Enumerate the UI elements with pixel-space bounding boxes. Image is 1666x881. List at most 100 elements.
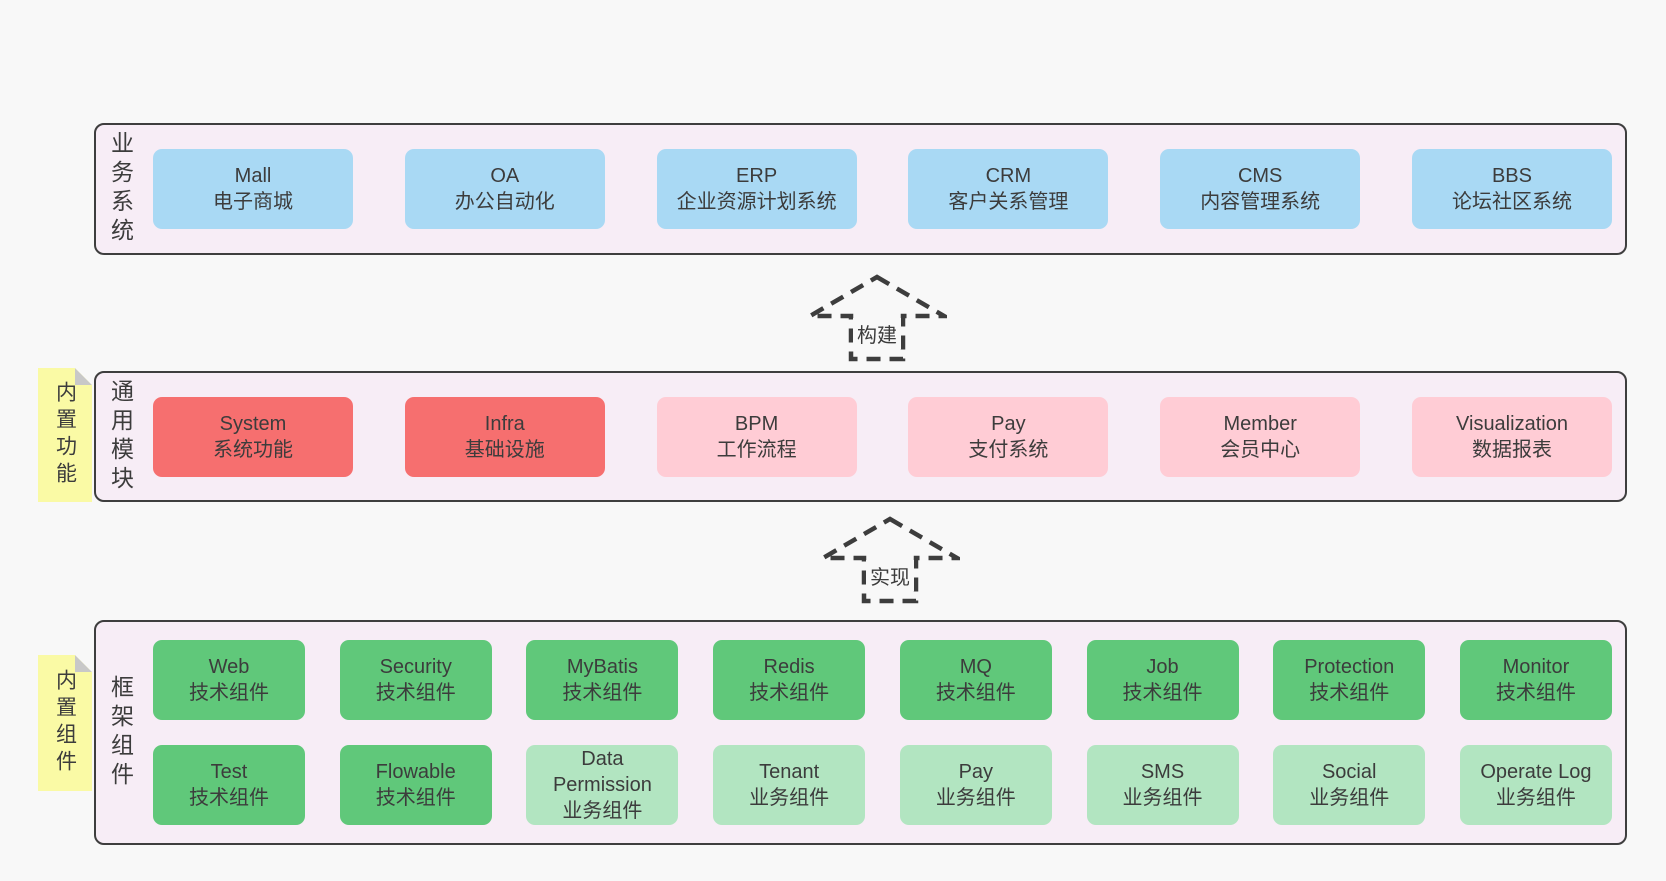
box-subtitle: 业务组件 bbox=[1122, 787, 1203, 809]
box-title: Member bbox=[1223, 412, 1297, 435]
box-title: Infra bbox=[484, 412, 525, 435]
business-box-area: Mall 电子商城 OA 办公自动化 ERP 企业资源计划系统 CRM 客户关系… bbox=[153, 125, 1612, 253]
box-cms: CMS 内容管理系统 bbox=[1160, 149, 1361, 229]
box-mall: Mall 电子商城 bbox=[153, 149, 353, 229]
box-subtitle: 业务组件 bbox=[749, 787, 830, 809]
box-title: MQ bbox=[959, 656, 992, 678]
box-pay-system: Pay 支付系统 bbox=[908, 396, 1109, 477]
panel-business-systems: 业务系统 Mall 电子商城 OA 办公自动化 ERP 企业资源计划系统 CRM… bbox=[94, 123, 1627, 255]
box-pay-component: Pay 业务组件 bbox=[899, 745, 1052, 825]
box-protection: Protection 技术组件 bbox=[1273, 640, 1426, 720]
box-title: Redis bbox=[763, 656, 815, 678]
box-title: Flowable bbox=[375, 761, 456, 783]
box-title: ERP bbox=[736, 165, 778, 187]
up-arrow-build: 构建 bbox=[807, 274, 947, 362]
dashed-up-arrow-shape bbox=[820, 516, 960, 604]
box-member: Member 会员中心 bbox=[1160, 396, 1361, 477]
box-social: Social 业务组件 bbox=[1273, 745, 1426, 825]
panel-label-business-systems: 业务系统 bbox=[107, 131, 134, 247]
box-security: Security 技术组件 bbox=[339, 640, 492, 720]
box-subtitle: 技术组件 bbox=[375, 682, 456, 704]
box-subtitle: 客户关系管理 bbox=[948, 191, 1069, 213]
box-oa: OA 办公自动化 bbox=[404, 149, 605, 229]
box-job: Job 技术组件 bbox=[1086, 640, 1239, 720]
box-subtitle: 工作流程 bbox=[716, 438, 797, 461]
box-infra: Infra 基础设施 bbox=[404, 396, 605, 477]
box-visualization: Visualization 数据报表 bbox=[1411, 396, 1612, 477]
modules-box-area: System 系统功能 Infra 基础设施 BPM 工作流程 Pay 支付系统… bbox=[153, 373, 1612, 500]
box-mq: MQ 技术组件 bbox=[899, 640, 1052, 720]
box-subtitle: 技术组件 bbox=[375, 787, 456, 809]
box-subtitle: 业务组件 bbox=[562, 800, 643, 822]
box-system: System 系统功能 bbox=[153, 396, 353, 477]
box-monitor: Monitor 技术组件 bbox=[1459, 640, 1612, 720]
arrow-label-implement: 实现 bbox=[866, 560, 914, 591]
box-web: Web 技术组件 bbox=[153, 640, 305, 720]
box-title: Security bbox=[379, 656, 452, 678]
sticky-text-builtin-features: 内置功能 bbox=[53, 381, 77, 489]
box-subtitle: 电子商城 bbox=[213, 191, 293, 213]
box-subtitle: 业务组件 bbox=[935, 787, 1016, 809]
box-title: Pay bbox=[991, 412, 1026, 435]
box-subtitle: 业务组件 bbox=[1309, 787, 1390, 809]
box-title: Test bbox=[210, 761, 248, 783]
box-subtitle: 技术组件 bbox=[749, 682, 830, 704]
dashed-up-arrow-shape bbox=[807, 274, 947, 362]
box-flowable: Flowable 技术组件 bbox=[339, 745, 492, 825]
sticky-note-builtin-features: 内置功能 bbox=[38, 368, 92, 502]
box-title: MyBatis bbox=[566, 656, 638, 678]
box-title: Protection bbox=[1304, 656, 1395, 678]
box-title: Mall bbox=[234, 165, 272, 187]
box-crm: CRM 客户关系管理 bbox=[908, 149, 1109, 229]
box-title: Tenant bbox=[759, 761, 820, 783]
panel-common-modules: 通用模块 System 系统功能 Infra 基础设施 BPM 工作流程 Pay… bbox=[94, 371, 1627, 502]
box-title: Social bbox=[1321, 761, 1377, 783]
box-erp: ERP 企业资源计划系统 bbox=[656, 149, 857, 229]
box-subtitle: 系统功能 bbox=[213, 438, 293, 461]
box-title: Monitor bbox=[1502, 656, 1570, 678]
box-test: Test 技术组件 bbox=[153, 745, 305, 825]
box-subtitle: 数据报表 bbox=[1471, 438, 1552, 461]
box-data-permission: Data Permission 业务组件 bbox=[526, 745, 679, 825]
box-subtitle: 技术组件 bbox=[1122, 682, 1203, 704]
sticky-fold-corner bbox=[75, 655, 92, 672]
box-subtitle: 技术组件 bbox=[1495, 682, 1576, 704]
box-subtitle: 论坛社区系统 bbox=[1451, 191, 1572, 213]
box-title: System bbox=[219, 412, 287, 435]
box-subtitle: 技术组件 bbox=[189, 787, 269, 809]
box-subtitle: 办公自动化 bbox=[454, 191, 555, 213]
box-subtitle: 技术组件 bbox=[562, 682, 643, 704]
box-subtitle: 企业资源计划系统 bbox=[676, 191, 837, 213]
components-row-1: Web 技术组件 Security 技术组件 MyBatis 技术组件 Redi… bbox=[153, 640, 1612, 720]
box-subtitle: 业务组件 bbox=[1495, 787, 1576, 809]
box-subtitle: 内容管理系统 bbox=[1200, 191, 1321, 213]
components-row-2: Test 技术组件 Flowable 技术组件 Data Permission … bbox=[153, 745, 1612, 825]
box-title: Data Permission bbox=[552, 748, 652, 796]
box-title: CRM bbox=[985, 165, 1032, 187]
box-title: Job bbox=[1146, 656, 1179, 678]
arrow-label-build: 构建 bbox=[853, 318, 901, 349]
box-bbs: BBS 论坛社区系统 bbox=[1411, 149, 1612, 229]
box-subtitle: 会员中心 bbox=[1220, 438, 1301, 461]
box-subtitle: 支付系统 bbox=[968, 438, 1049, 461]
panel-framework-components: 框架组件 Web 技术组件 Security 技术组件 MyBatis 技术组件… bbox=[94, 620, 1627, 845]
up-arrow-implement: 实现 bbox=[820, 516, 960, 604]
panel-label-framework-components: 框架组件 bbox=[107, 674, 134, 791]
box-title: OA bbox=[490, 165, 520, 187]
sticky-text-builtin-components: 内置组件 bbox=[53, 669, 77, 777]
sticky-note-builtin-components: 内置组件 bbox=[38, 655, 92, 791]
box-title: Operate Log bbox=[1480, 761, 1592, 783]
box-mybatis: MyBatis 技术组件 bbox=[526, 640, 679, 720]
box-subtitle: 技术组件 bbox=[189, 682, 269, 704]
box-title: Pay bbox=[958, 761, 994, 783]
sticky-fold-corner bbox=[75, 368, 92, 385]
box-title: SMS bbox=[1140, 761, 1185, 783]
box-subtitle: 基础设施 bbox=[464, 438, 545, 461]
box-title: Web bbox=[208, 656, 250, 678]
box-subtitle: 技术组件 bbox=[935, 682, 1016, 704]
box-tenant: Tenant 业务组件 bbox=[713, 745, 866, 825]
box-subtitle: 技术组件 bbox=[1309, 682, 1390, 704]
components-box-area: Web 技术组件 Security 技术组件 MyBatis 技术组件 Redi… bbox=[153, 622, 1612, 843]
box-title: CMS bbox=[1237, 165, 1283, 187]
